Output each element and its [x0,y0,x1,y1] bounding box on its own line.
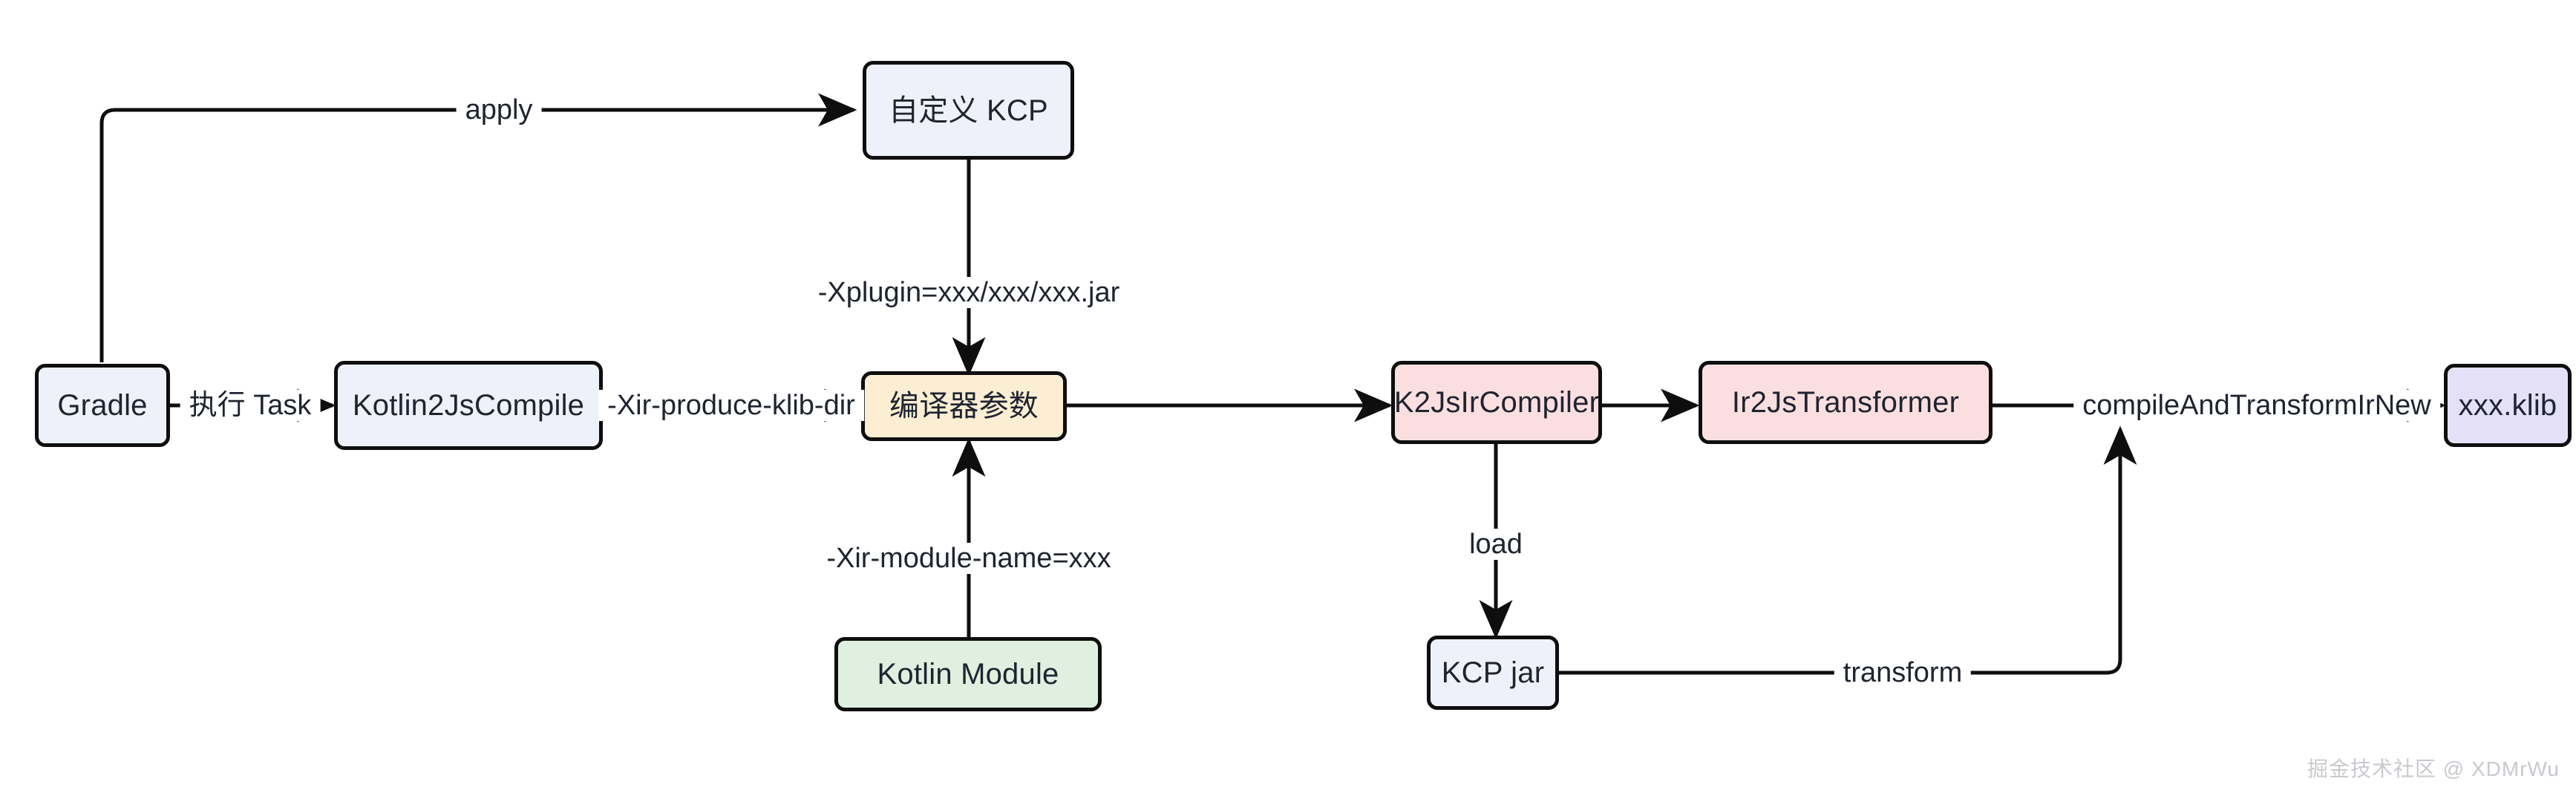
edge-label-execute-task: 执行 Task [180,390,321,421]
node-custom-kcp[interactable]: 自定义 KCP [863,61,1074,160]
edge-label-transform: transform [1834,657,1972,688]
node-kotlin2jscompile[interactable]: Kotlin2JsCompile [334,361,603,450]
edge-label-xir-module-name: -Xir-module-name=xxx [817,543,1120,574]
node-gradle-label: Gradle [57,389,148,422]
edge-gradle-to-custom-kcp [99,93,857,362]
node-kcp-jar[interactable]: KCP jar [1427,636,1559,710]
node-compiler-args[interactable]: 编译器参数 [861,371,1067,441]
node-xxx-klib-label: xxx.klib [2458,389,2557,422]
node-k2jsircompiler-label: K2JsIrCompiler [1393,386,1600,419]
node-ir2jstransformer[interactable]: Ir2JsTransformer [1699,361,1993,444]
node-kotlin2jscompile-label: Kotlin2JsCompile [352,389,585,422]
node-compiler-args-label: 编译器参数 [889,390,1039,422]
edge-label-apply: apply [456,94,542,125]
edge-label-xplugin: -Xplugin=xxx/xxx/xxx.jar [808,277,1129,308]
node-kotlin-module-label: Kotlin Module [877,658,1059,691]
edge-label-xir-produce-klib-dir: -Xir-produce-klib-dir [598,390,864,421]
edge-kcp-jar-transform [1559,425,2137,675]
node-kotlin-module[interactable]: Kotlin Module [834,637,1102,711]
edge-label-load: load [1460,529,1531,560]
node-k2jsircompiler[interactable]: K2JsIrCompiler [1391,361,1602,444]
node-kcp-jar-label: KCP jar [1441,656,1545,689]
node-gradle[interactable]: Gradle [35,364,170,447]
node-xxx-klib[interactable]: xxx.klib [2444,364,2572,447]
node-custom-kcp-label: 自定义 KCP [889,94,1048,127]
watermark: 掘金技术社区 @ XDMrWu [2307,757,2560,780]
node-ir2jstransformer-label: Ir2JsTransformer [1731,386,1960,419]
edge-label-compile-and-transform-ir-new: compileAndTransformIrNew [2073,390,2440,421]
